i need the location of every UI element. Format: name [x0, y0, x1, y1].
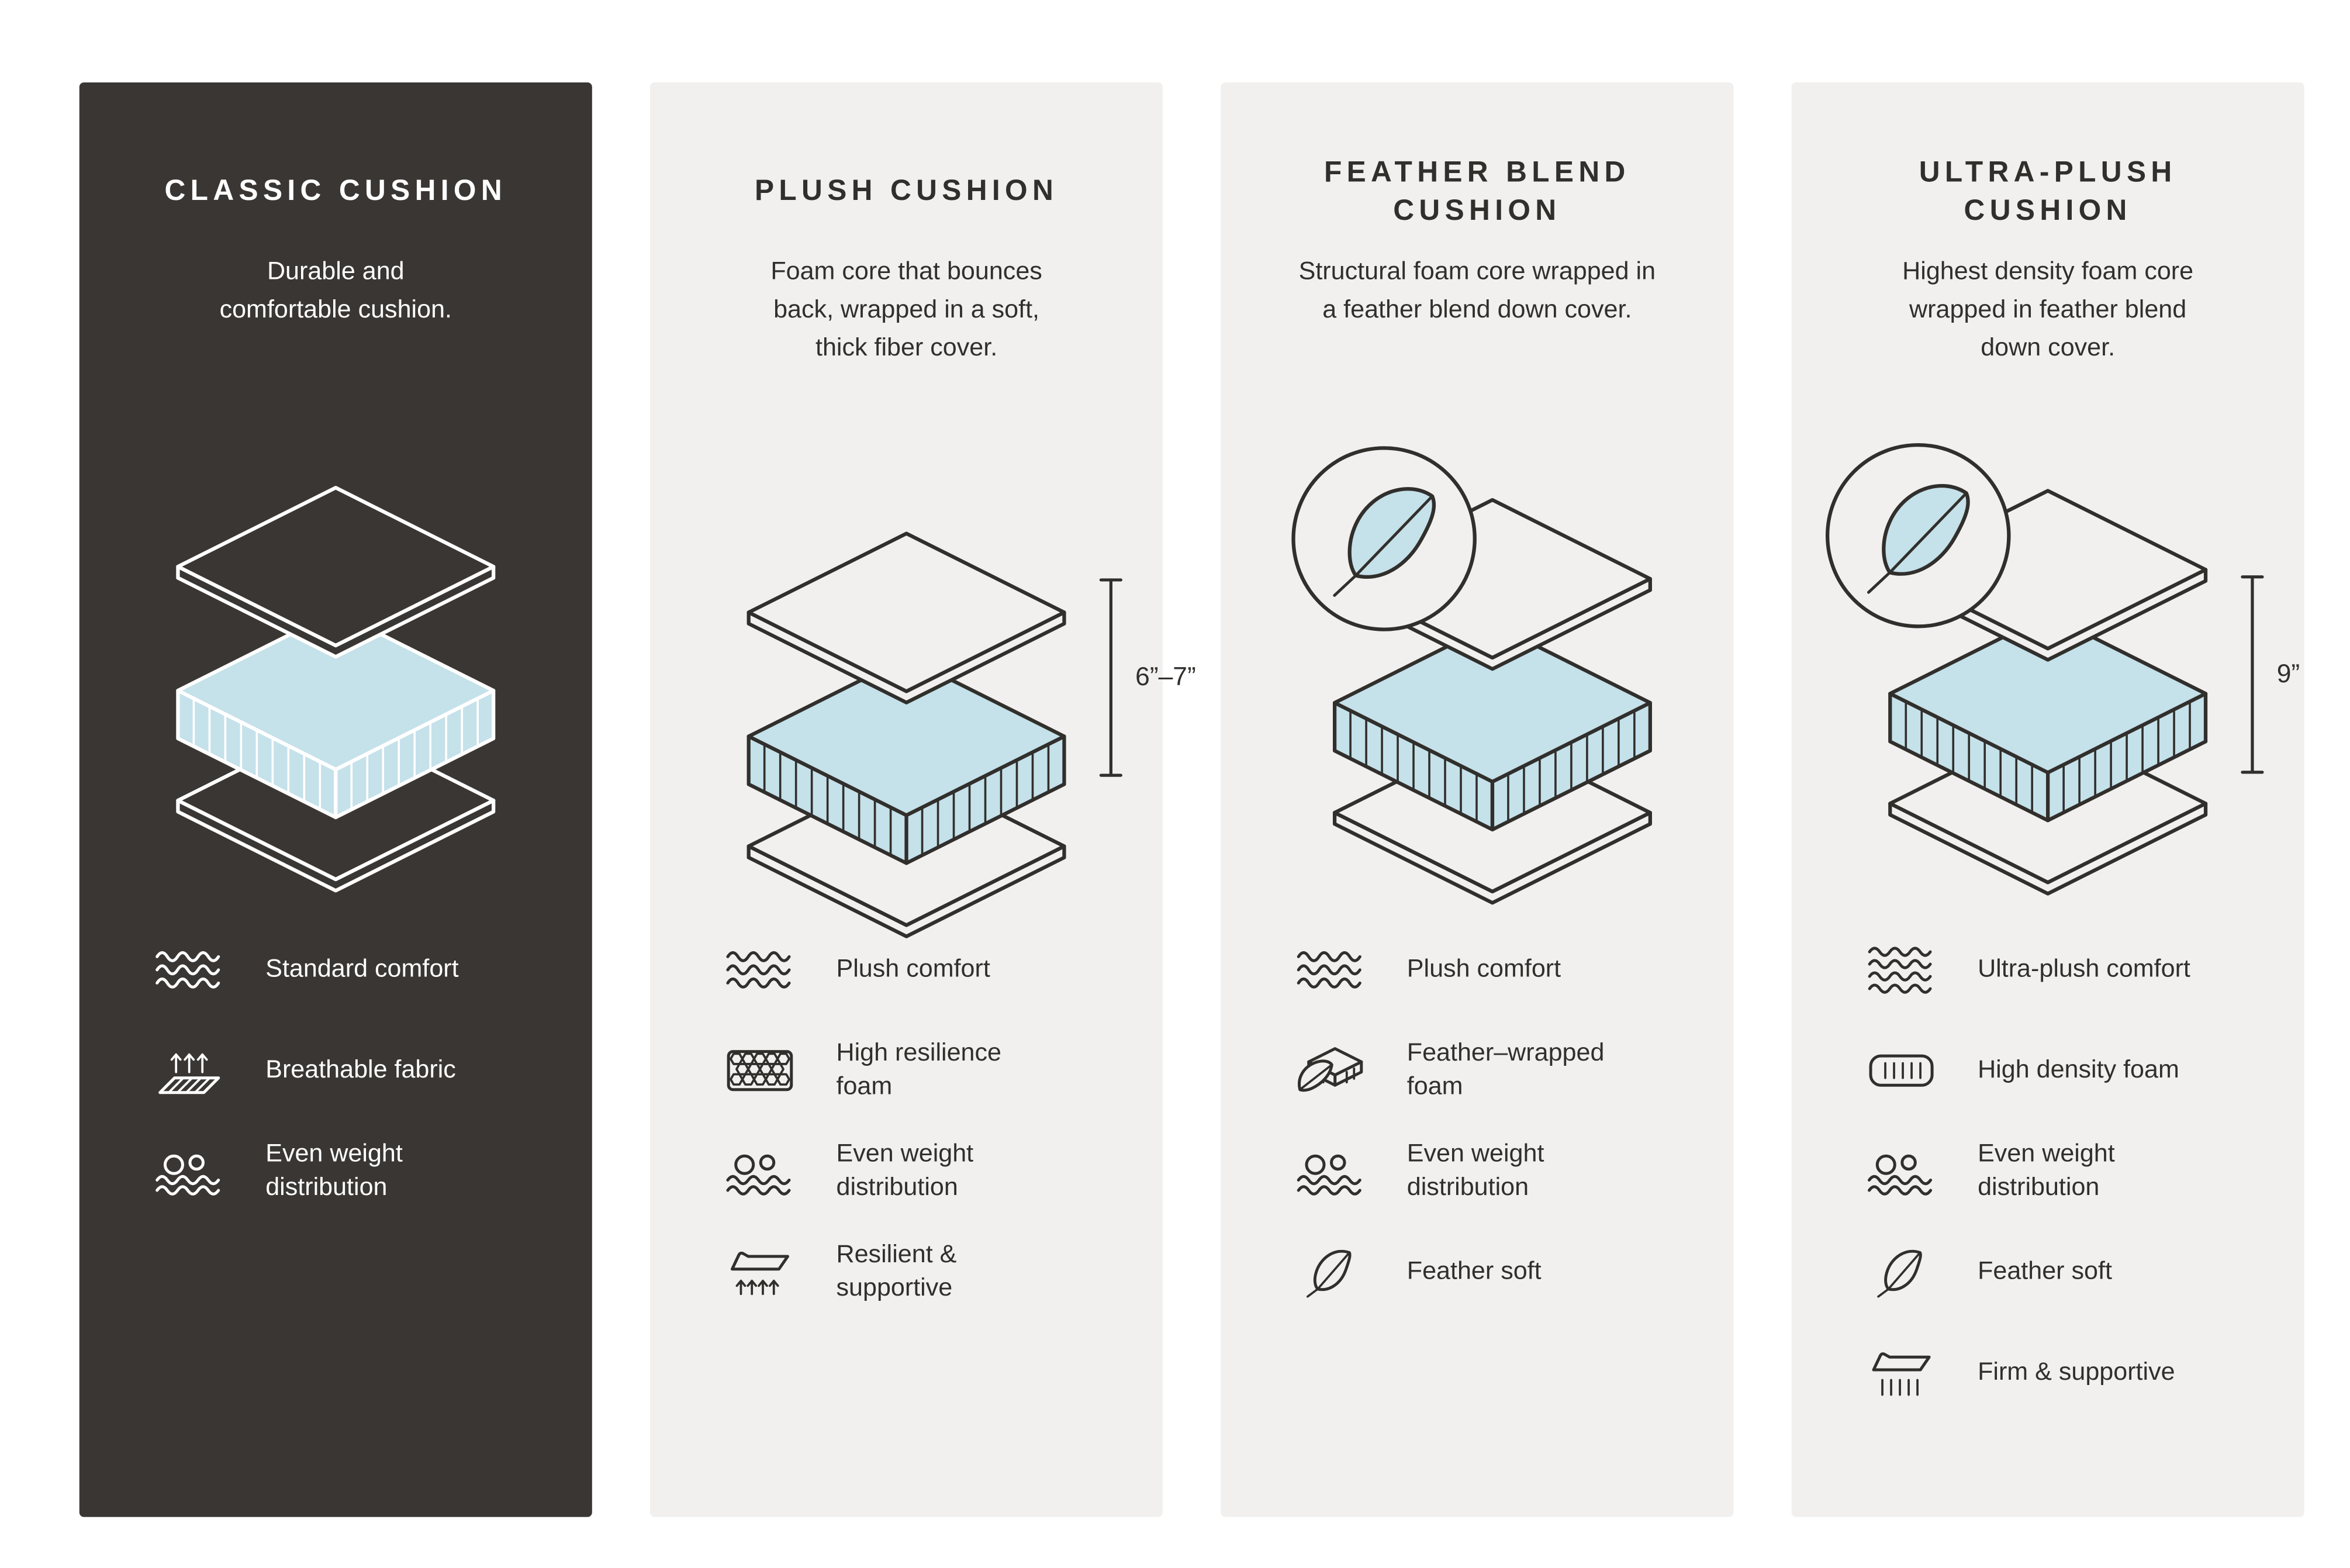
feature-row: Feather–wrapped foam: [1291, 1035, 1718, 1107]
panel-description: Durable and comfortable cushion.: [219, 258, 452, 323]
spring-support-icon: [720, 1244, 800, 1300]
panel-description: Structural foam core wrapped in a feathe…: [1298, 258, 1656, 323]
dimension-label: 6”–7”: [1135, 662, 1196, 692]
panel-ultra-plush-cushion: ULTRA-PLUSH CUSHION Highest density foam…: [1791, 82, 2304, 1517]
cushion-layers-diagram: 9”: [1865, 482, 2300, 905]
dimension-line-icon: [2240, 574, 2265, 776]
height-dimension: 9”: [2240, 574, 2300, 776]
feature-label: Even weight distribution: [1978, 1139, 2115, 1201]
feature-list: Plush comfort High resilience foam Even …: [720, 934, 1148, 1337]
panel-row: CLASSIC CUSHION Durable and comfortable …: [79, 82, 2304, 1517]
feather-icon: [1291, 1246, 1370, 1298]
cushion-layers-illustration: [153, 479, 519, 902]
feature-row: Plush comfort: [1291, 934, 1718, 1006]
feather-badge-icon: [1819, 437, 2017, 635]
even-weight-icon: [150, 1145, 229, 1198]
even-weight-icon: [720, 1145, 800, 1198]
panel-description: Foam core that bounces back, wrapped in …: [770, 258, 1042, 361]
feature-row: Feather soft: [1862, 1236, 2289, 1308]
cushion-layers-diagram: [153, 479, 519, 902]
feature-label: Even weight distribution: [265, 1139, 403, 1201]
feature-label: Feather soft: [1406, 1256, 1542, 1284]
feature-label: Resilient & supportive: [836, 1240, 957, 1301]
feather-badge-icon: [1285, 440, 1483, 638]
panel-feather-blend-cushion: FEATHER BLEND CUSHION Structural foam co…: [1221, 82, 1734, 1517]
feature-row: Even weight distribution: [720, 1135, 1148, 1207]
feature-label: High density foam: [1978, 1055, 2179, 1083]
feature-row: Even weight distribution: [1291, 1135, 1718, 1207]
feature-row: Breathable fabric: [150, 1035, 577, 1107]
dimension-line-icon: [1098, 577, 1123, 779]
feather-icon: [1862, 1246, 1941, 1298]
waves-icon: [150, 945, 229, 995]
panel-description: Highest density foam core wrapped in fea…: [1902, 258, 2194, 361]
feature-row: Feather soft: [1291, 1236, 1718, 1308]
feature-row: Standard comfort: [150, 934, 577, 1006]
dimension-label: 9”: [2276, 659, 2300, 689]
panel-plush-cushion: PLUSH CUSHION Foam core that bounces bac…: [650, 82, 1196, 1517]
panel-title: CLASSIC CUSHION: [164, 176, 507, 209]
feature-label: Feather soft: [1978, 1256, 2112, 1284]
waves-icon: [1862, 942, 1941, 997]
feature-list: Ultra-plush comfort High density foam Ev…: [1862, 934, 2289, 1438]
high-density-foam-icon: [1862, 1048, 1941, 1093]
feature-list: Plush comfort Feather–wrapped foam Even …: [1291, 934, 1718, 1337]
cushion-layers-diagram: [1309, 492, 1675, 914]
even-weight-icon: [1291, 1145, 1370, 1198]
feature-label: Plush comfort: [836, 955, 990, 983]
feature-row: Even weight distribution: [1862, 1135, 2289, 1207]
panel-title: PLUSH CUSHION: [754, 176, 1059, 209]
feature-row: Ultra-plush comfort: [1862, 934, 2289, 1006]
height-dimension: 6”–7”: [1098, 577, 1196, 779]
feature-row: Plush comfort: [720, 934, 1148, 1006]
feature-label: Even weight distribution: [836, 1139, 974, 1201]
panel-title: FEATHER BLEND CUSHION: [1323, 157, 1630, 227]
cushion-layers-illustration: [723, 525, 1089, 948]
feature-list: Standard comfort Breathable fabric Even …: [150, 934, 577, 1237]
feature-label: Firm & supportive: [1978, 1358, 2175, 1386]
panel-title: ULTRA-PLUSH CUSHION: [1919, 157, 2177, 227]
breathable-fabric-icon: [150, 1044, 229, 1097]
feature-label: Ultra-plush comfort: [1978, 955, 2190, 983]
feature-row: Resilient & supportive: [720, 1236, 1148, 1308]
feature-row: High resilience foam: [720, 1035, 1148, 1107]
feature-row: Firm & supportive: [1862, 1337, 2289, 1409]
feather-wrapped-foam-icon: [1291, 1044, 1370, 1097]
feature-label: Standard comfort: [265, 955, 459, 983]
feature-row: High density foam: [1862, 1035, 2289, 1107]
feature-row: Even weight distribution: [150, 1135, 577, 1207]
feature-label: Even weight distribution: [1406, 1139, 1544, 1201]
feature-label: Feather–wrapped foam: [1406, 1038, 1605, 1100]
even-weight-icon: [1862, 1145, 1941, 1198]
panel-classic-cushion: CLASSIC CUSHION Durable and comfortable …: [79, 82, 592, 1517]
feature-label: Breathable fabric: [265, 1055, 456, 1083]
waves-icon: [720, 945, 800, 995]
waves-icon: [1291, 945, 1370, 995]
feature-label: Plush comfort: [1406, 955, 1561, 983]
firm-support-icon: [1862, 1345, 1941, 1401]
honeycomb-foam-icon: [720, 1045, 800, 1096]
feature-label: High resilience foam: [836, 1038, 1001, 1100]
cushion-layers-diagram: 6”–7”: [723, 525, 1196, 948]
